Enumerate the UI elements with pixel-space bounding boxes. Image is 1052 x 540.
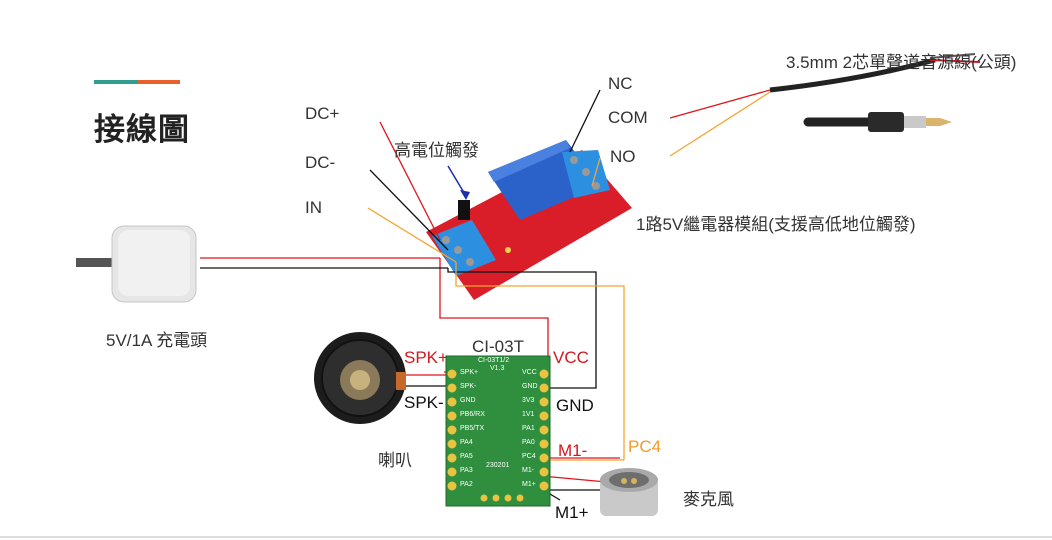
jumper-arrow — [447, 165, 470, 200]
spk-minus-label: SPK- — [404, 393, 444, 412]
board-pin-label: SPK+ — [460, 369, 479, 376]
board-pin-label: PC4 — [522, 453, 536, 460]
in-label: IN — [305, 198, 322, 217]
board-pin-label: SPK- — [460, 383, 477, 390]
board-pin-label: M1- — [522, 467, 535, 474]
title-accent-teal — [94, 80, 138, 84]
m1-plus-label: M1+ — [555, 503, 589, 522]
spk-plus-label: SPK+ — [404, 348, 448, 367]
relay-nc-label: NC — [608, 74, 633, 93]
board-pin-label: VCC — [522, 369, 537, 376]
title-accent-orange — [138, 80, 180, 84]
relay-com-label: COM — [608, 108, 648, 127]
high-trigger-label: 高電位觸發 — [394, 141, 479, 160]
relay-no-label: NO — [610, 147, 636, 166]
microphone-label: 麥克風 — [683, 490, 734, 509]
vcc-label: VCC — [553, 348, 589, 367]
board-pin-label: GND — [522, 383, 538, 390]
board-pin-label: PB5/TX — [460, 425, 485, 432]
microphone-illustration — [600, 468, 658, 516]
dc-plus-label: DC+ — [305, 104, 340, 123]
relay-module-label: 1路5V繼電器模組(支援高低地位觸發) — [636, 215, 916, 234]
board-pin-label: M1+ — [522, 481, 536, 488]
board-pin-label: GND — [460, 397, 476, 404]
m1-minus-label: M1- — [558, 441, 588, 460]
relay-module-illustration — [426, 140, 632, 300]
ci03t-board-illustration — [445, 355, 551, 507]
board-pin-label: PA5 — [460, 453, 473, 460]
board-silk-title: CI-03T1/2 — [478, 357, 510, 364]
dc-minus-label: DC- — [305, 153, 336, 172]
board-pin-label: 1V1 — [522, 411, 535, 418]
audio-cable-label: 3.5mm 2芯單聲道音源線(公頭) — [786, 53, 1017, 72]
charger-label: 5V/1A 充電頭 — [106, 331, 208, 350]
board-pin-label: PA3 — [460, 467, 473, 474]
gnd-label: GND — [556, 396, 594, 415]
board-pin-label: PA0 — [522, 439, 535, 446]
board-silk-version: V1.3 — [490, 365, 505, 372]
pc4-label: PC4 — [628, 437, 662, 456]
bottom-divider — [0, 536, 1052, 538]
speaker-label: 喇叭 — [378, 451, 412, 470]
board-pin-label: 3V3 — [522, 397, 535, 404]
board-date-code: 230201 — [486, 462, 510, 469]
audio-cable-illustration — [769, 53, 981, 132]
module-name-label: CI-03T — [472, 337, 524, 356]
board-pin-label: PA4 — [460, 439, 473, 446]
board-pin-label: PA2 — [460, 481, 473, 488]
speaker-illustration — [314, 332, 406, 424]
board-pin-label: PB6/RX — [460, 411, 485, 418]
charger-illustration — [76, 225, 197, 303]
board-pin-label: PA1 — [522, 425, 535, 432]
page-title: 接線圖 — [94, 112, 190, 148]
